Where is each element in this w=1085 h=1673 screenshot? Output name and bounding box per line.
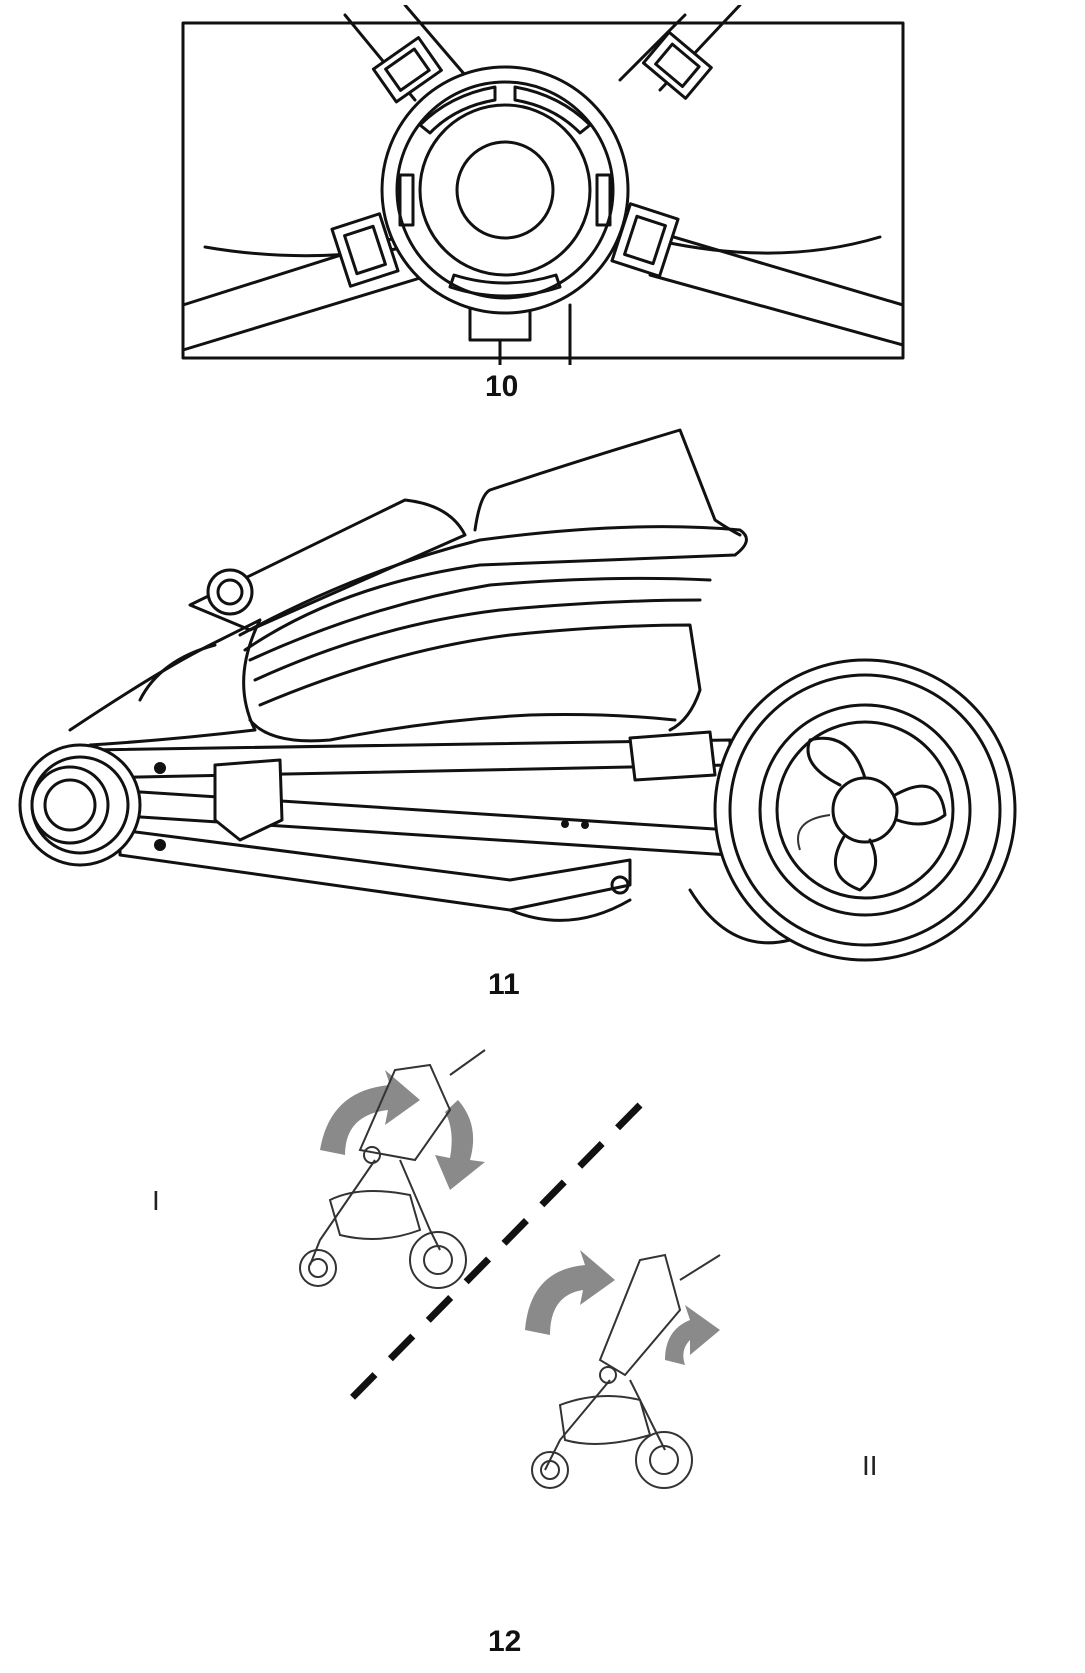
figure-caption: 12 <box>488 1625 522 1658</box>
folding-steps-illustration <box>299 1049 721 1489</box>
figure-12-folding-steps: I II 12 <box>0 1030 1085 1673</box>
rotate-arrow-icon <box>525 1250 615 1335</box>
figure-10-harness-buckle: 10 <box>180 5 910 403</box>
folded-stroller-illustration <box>18 428 1017 962</box>
step-label-1: I <box>152 1185 160 1216</box>
rotate-arrow-icon <box>435 1100 485 1190</box>
step-divider-line <box>342 1102 643 1408</box>
figure-caption: 10 <box>485 370 519 403</box>
step-label-2: II <box>862 1450 878 1481</box>
step-1-stroller <box>299 1049 486 1289</box>
harness-buckle-illustration <box>181 5 905 365</box>
step-2-stroller <box>525 1250 721 1489</box>
figure-11-folded-stroller: 11 <box>10 420 1020 1020</box>
rotate-arrow-icon <box>320 1070 420 1155</box>
rotate-arrow-icon <box>665 1305 720 1365</box>
figure-caption: 11 <box>488 968 520 1001</box>
